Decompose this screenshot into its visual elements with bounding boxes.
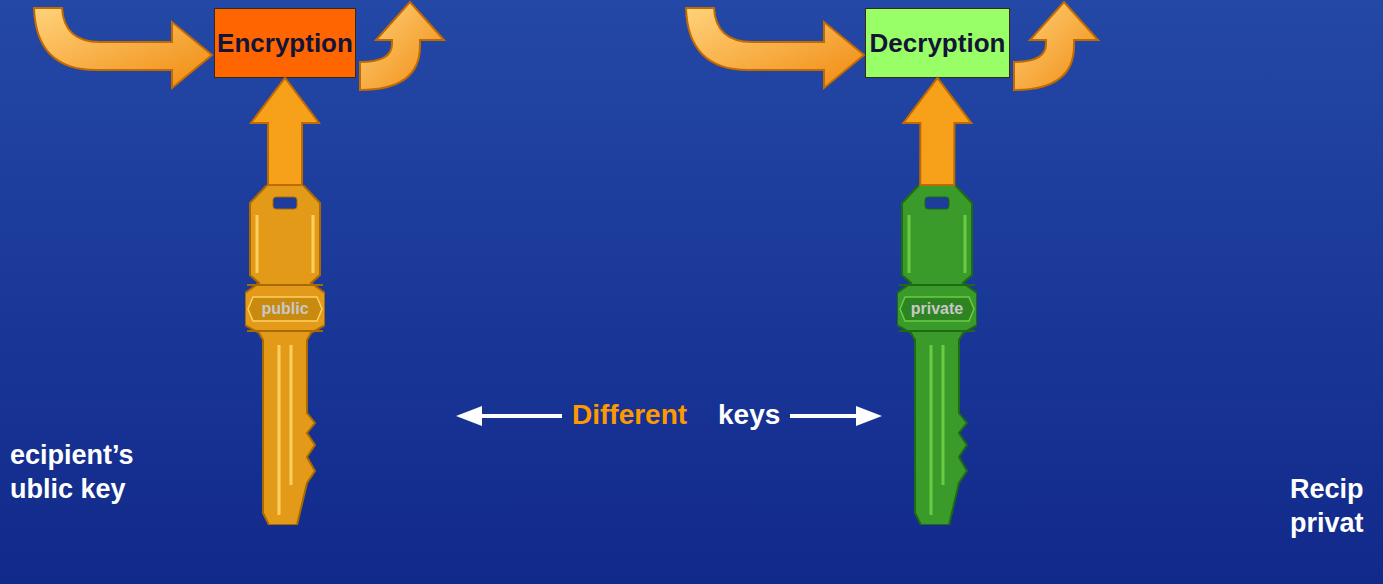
output-arrow <box>1014 2 1098 90</box>
pointer-line <box>790 414 858 418</box>
input-arrow <box>34 8 212 88</box>
key-caption: Recip privat <box>1290 472 1383 540</box>
key-caption: ecipient’s ublic key <box>10 438 150 506</box>
key-shape <box>245 185 325 525</box>
key-label: public <box>245 297 325 321</box>
key-body <box>245 185 325 525</box>
decryption-box: Decryption <box>865 8 1010 78</box>
pointer-line <box>478 414 562 418</box>
key-arrow <box>251 78 319 185</box>
caption-word: keys <box>718 398 798 432</box>
key-arrow <box>903 78 971 185</box>
input-arrow <box>686 8 864 88</box>
box-label: Encryption <box>217 28 353 59</box>
key-hole <box>273 197 297 209</box>
emphasis-word: Different <box>572 398 722 432</box>
key-highlight <box>909 215 965 273</box>
key-label: private <box>897 297 977 321</box>
key-highlight <box>279 345 291 515</box>
key-hole <box>925 197 949 209</box>
encryption-box: Encryption <box>214 8 356 78</box>
box-label: Decryption <box>870 28 1006 59</box>
public-key: public <box>245 185 325 525</box>
pointer-head <box>856 406 882 426</box>
private-key: private <box>897 185 977 525</box>
key-highlight <box>257 215 313 273</box>
key-shape <box>897 185 977 525</box>
key-body <box>897 185 977 525</box>
key-highlight <box>931 345 943 515</box>
output-arrow <box>360 2 444 90</box>
pointer-head <box>456 406 482 426</box>
